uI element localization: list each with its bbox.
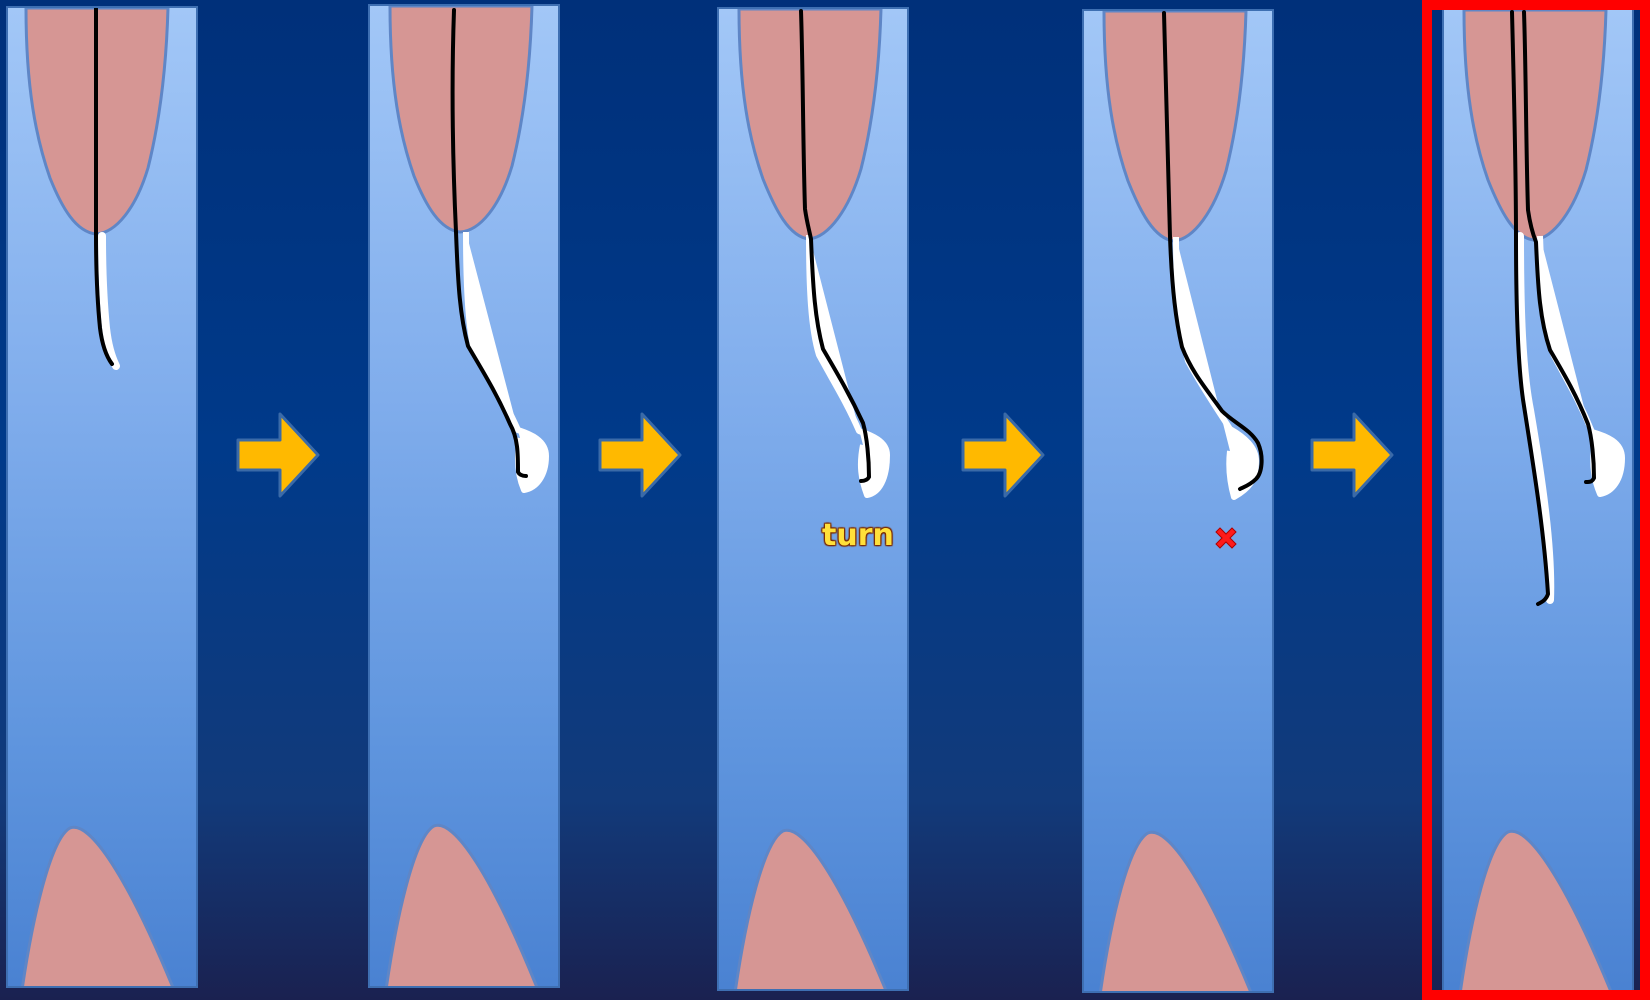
lower-tissue: [1100, 832, 1252, 993]
lower-tissue: [735, 830, 887, 991]
panel-1: [6, 6, 198, 988]
arrow-right-icon: [598, 410, 682, 500]
panel-2: [368, 4, 560, 988]
arrow-right-icon: [961, 410, 1045, 500]
arrow-right-icon: [236, 410, 320, 500]
upper-tissue: [739, 9, 881, 239]
wire-shadow: [809, 235, 887, 495]
x-mark-icon: [1212, 524, 1240, 552]
lower-tissue: [386, 825, 538, 988]
arrow-right-icon: [1310, 410, 1394, 500]
panel-4: [1082, 9, 1274, 993]
panel-3: [717, 7, 909, 991]
highlight-frame: [1422, 0, 1650, 1000]
upper-tissue: [1104, 11, 1246, 241]
turn-label: turn: [822, 518, 894, 553]
wire-shadow: [1176, 237, 1256, 497]
lower-tissue: [22, 827, 174, 988]
upper-tissue: [390, 6, 532, 232]
